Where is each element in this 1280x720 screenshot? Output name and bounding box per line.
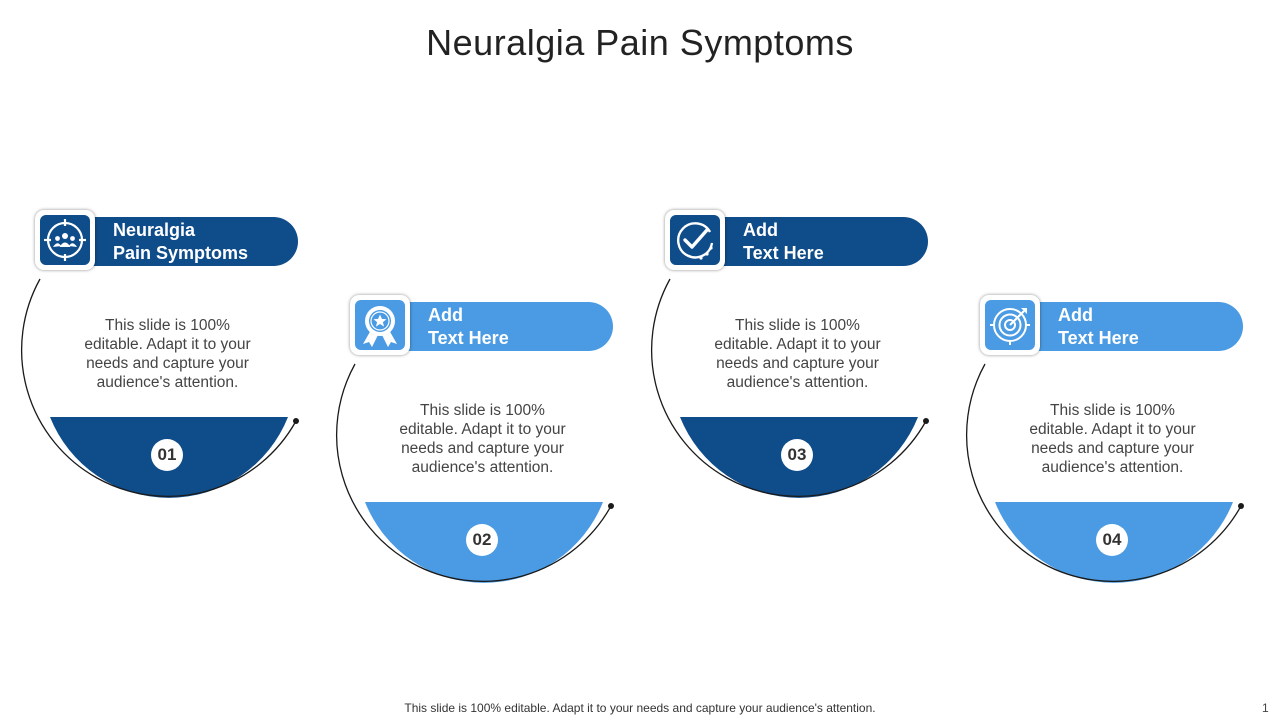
step-1-label: Neuralgia Pain Symptoms: [113, 220, 249, 263]
step-3-label: Add Text Here: [743, 220, 824, 263]
award-ribbon-icon: [363, 306, 397, 347]
step-4-description: This slide is 100% editable. Adapt it to…: [1029, 402, 1196, 476]
target-arrow-icon: [990, 308, 1030, 345]
footer-note: This slide is 100% editable. Adapt it to…: [404, 701, 876, 715]
step-3-icon-box: [665, 210, 725, 270]
step-4-number: 04: [1096, 524, 1128, 556]
step-1: Neuralgia Pain Symptoms This slide is 10…: [21, 207, 320, 517]
step-4-icon-box: [980, 295, 1040, 355]
step-1-description: This slide is 100% editable. Adapt it to…: [84, 317, 251, 391]
step-3-number: 03: [781, 439, 813, 471]
step-1-number: 01: [151, 439, 183, 471]
step-2-icon-box: [350, 295, 410, 355]
step-2-label: Add Text Here: [428, 305, 509, 348]
step-1-header: [93, 217, 298, 266]
step-1-icon-box: [35, 210, 95, 270]
step-2-header: [408, 302, 613, 351]
team-target-icon: [44, 219, 86, 261]
step-2-number: 02: [466, 524, 498, 556]
step-3-header: [723, 217, 928, 266]
step-2-description: This slide is 100% editable. Adapt it to…: [399, 402, 566, 476]
step-4: Add Text Here This slide is 100% editabl…: [966, 292, 1265, 602]
checkmark-circle-icon: [677, 222, 714, 260]
step-3: Add Text Here This slide is 100% editabl…: [651, 207, 950, 517]
step-3-description: This slide is 100% editable. Adapt it to…: [714, 317, 881, 391]
step-4-label: Add Text Here: [1058, 305, 1139, 348]
step-4-header: [1038, 302, 1243, 351]
page-title: Neuralgia Pain Symptoms: [426, 22, 854, 63]
page-number: 1: [1262, 701, 1269, 715]
step-2: Add Text Here This slide is 100% editabl…: [336, 292, 635, 602]
